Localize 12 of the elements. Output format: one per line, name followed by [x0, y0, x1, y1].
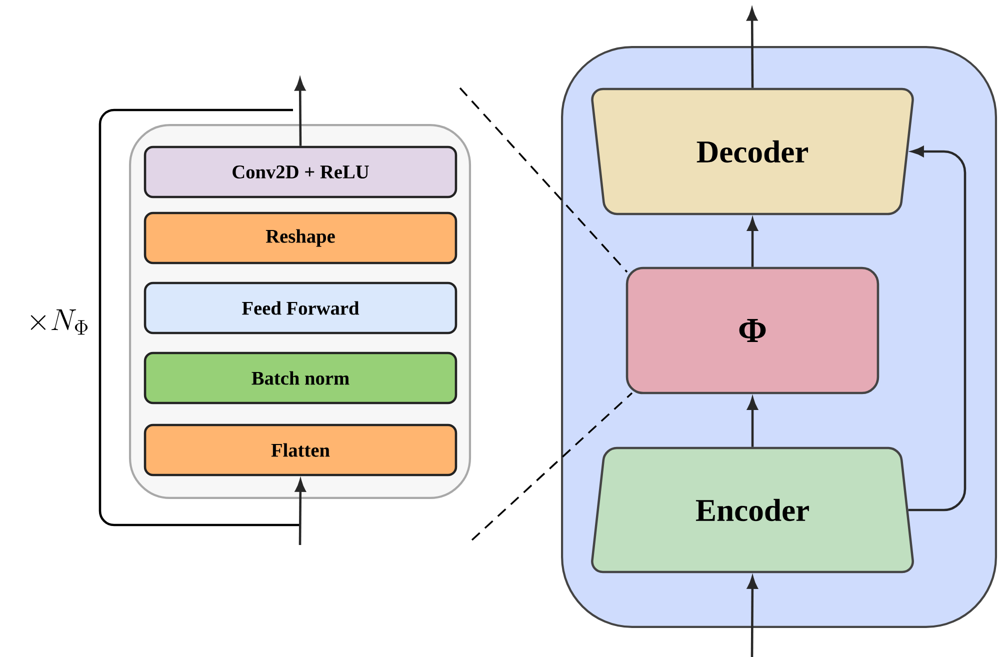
repeat-count: $\times N_{\Phi}$ [30, 309, 88, 335]
decoder-trapezoid: Decoder [591, 88, 914, 216]
arrow [294, 78, 306, 146]
layer-box: Φ [626, 266, 880, 394]
layer-box: Feed Forward [144, 282, 458, 334]
layer-box: Conv2D + ReLU [144, 146, 458, 198]
layer-box: Reshape [144, 212, 458, 264]
layer-box: Flatten [144, 424, 458, 476]
layer-box: Batch norm [144, 352, 458, 404]
arrow [746, 8, 758, 88]
arrow [908, 146, 966, 512]
encoder-trapezoid: Encoder [591, 446, 914, 574]
